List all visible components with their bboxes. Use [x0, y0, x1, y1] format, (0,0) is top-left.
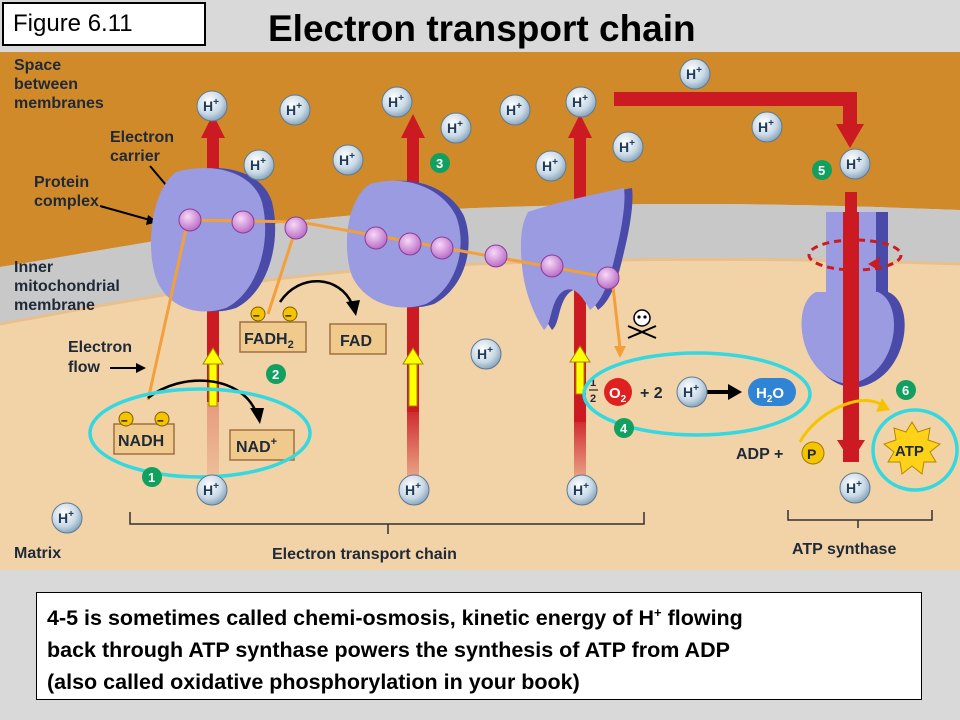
- step-badges: 1 2 3 4 5 6: [142, 153, 916, 487]
- svg-text:H+: H+: [477, 345, 493, 362]
- figure-label: Figure 6.11: [2, 2, 206, 46]
- electron-carrier-label: Electron carrier: [110, 129, 178, 165]
- inner-membrane-label: Inner mitochondrial membrane: [14, 259, 124, 314]
- svg-text:H+: H+: [447, 119, 463, 136]
- svg-text:H+: H+: [846, 155, 862, 172]
- etc-bracket: [129, 512, 645, 534]
- fadh2-reaction-arrowhead: [346, 300, 360, 316]
- svg-text:FADH2: FADH2: [244, 331, 294, 351]
- svg-text:H+: H+: [542, 157, 558, 174]
- space-label: Space between membranes: [14, 57, 104, 112]
- nadh-highlight: [88, 387, 312, 479]
- etc-diagram: Space between membranes Electron carrier…: [0, 52, 960, 570]
- skull-crossbones-icon: [627, 309, 657, 339]
- caption-line-3: (also called oxidative phosphorylation i…: [47, 670, 580, 695]
- protein-complex-3: [520, 188, 633, 330]
- adp-to-atp-arrow: [798, 398, 881, 443]
- svg-text:NAD+: NAD+: [236, 436, 277, 456]
- svg-text:2: 2: [590, 393, 596, 405]
- caption-line-2: back through ATP synthase powers the syn…: [47, 638, 730, 663]
- svg-text:–: –: [157, 413, 164, 427]
- electron-flow-label: Electron flow: [68, 339, 136, 376]
- svg-text:ATP: ATP: [895, 443, 924, 460]
- svg-text:H+: H+: [619, 138, 635, 155]
- svg-text:1: 1: [590, 377, 596, 389]
- svg-text:H+: H+: [686, 65, 702, 82]
- svg-text:H+: H+: [573, 481, 589, 498]
- atp-synthase: [801, 212, 905, 462]
- caption-box: 4-5 is sometimes called chemi-osmosis, k…: [36, 592, 922, 700]
- svg-text:H+: H+: [339, 151, 355, 168]
- svg-text:O2: O2: [609, 385, 627, 405]
- electron-carriers: [178, 208, 620, 290]
- svg-text:H+: H+: [203, 97, 219, 114]
- svg-text:H+: H+: [388, 93, 404, 110]
- svg-text:3: 3: [436, 156, 443, 171]
- svg-text:H+: H+: [58, 509, 74, 526]
- svg-text:H+: H+: [203, 481, 219, 498]
- svg-text:5: 5: [818, 163, 825, 178]
- svg-text:H+: H+: [758, 118, 774, 135]
- protein-complex-label: Protein complex: [34, 174, 99, 210]
- svg-text:H+: H+: [286, 101, 302, 118]
- svg-text:H+: H+: [405, 481, 421, 498]
- atp-synthase-label: ATP synthase: [792, 541, 896, 558]
- svg-text:P: P: [807, 446, 816, 462]
- etc-bracket-label: Electron transport chain: [272, 546, 457, 563]
- svg-text:H+: H+: [250, 156, 266, 173]
- phosphate: P: [801, 441, 825, 465]
- protein-pointer: [99, 205, 151, 221]
- matrix-label: Matrix: [14, 545, 61, 562]
- h-ions: H+ H+ H+ H+ H+ H+ H+ H+ H+ H+ H+ H+ H+ H…: [51, 58, 871, 534]
- svg-text:1: 1: [148, 470, 155, 485]
- svg-text:NADH: NADH: [118, 433, 164, 450]
- svg-text:H+: H+: [572, 93, 588, 110]
- svg-text:H+: H+: [846, 479, 862, 496]
- atp-highlight: [871, 408, 959, 492]
- svg-text:6: 6: [902, 383, 909, 398]
- svg-text:H+: H+: [683, 383, 699, 400]
- nad-box: NAD+: [229, 429, 295, 461]
- nadh-box: NADH – –: [113, 411, 175, 455]
- svg-text:H2O: H2O: [756, 385, 784, 405]
- fadh2-reaction-arrow: [278, 279, 354, 305]
- caption-line-1: 4-5 is sometimes called chemi-osmosis, k…: [47, 605, 743, 631]
- svg-text:FAD: FAD: [340, 333, 372, 350]
- svg-text:4: 4: [620, 421, 628, 436]
- electron-flow-arrowhead: [136, 363, 146, 373]
- oxygen-reaction: 1 2 O2 + 2 H2O: [589, 377, 796, 406]
- nadh-reaction-arrowhead: [250, 408, 264, 424]
- slide-title: Electron transport chain: [268, 8, 696, 49]
- protein-complex-1: [150, 167, 276, 312]
- svg-text:H+: H+: [506, 101, 522, 118]
- adp-to-atp-arrowhead: [876, 398, 890, 412]
- fad-box: FAD: [329, 323, 387, 355]
- oxygen-highlight: [582, 351, 812, 437]
- svg-text:–: –: [285, 308, 292, 322]
- svg-text:2: 2: [272, 367, 279, 382]
- fadh2-box: FADH2 – –: [239, 306, 307, 353]
- svg-text:–: –: [121, 413, 128, 427]
- svg-text:+ 2: + 2: [640, 385, 663, 402]
- adp-label: ADP +: [736, 446, 783, 463]
- electron-path-end: [614, 346, 626, 358]
- electron-path-fadh2: [266, 227, 298, 315]
- atp-starburst: ATP: [882, 421, 942, 475]
- atp-synthase-bracket: [787, 510, 933, 528]
- svg-text:–: –: [253, 308, 260, 322]
